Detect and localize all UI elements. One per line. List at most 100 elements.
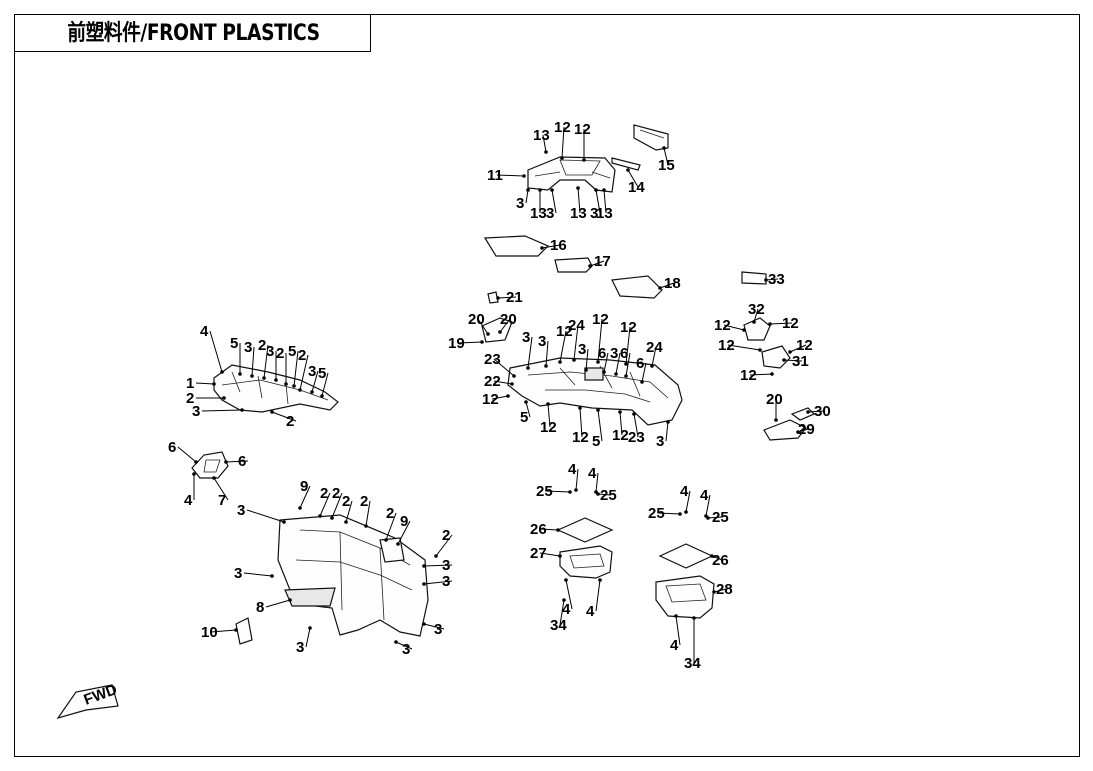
callout-number: 24 (568, 317, 585, 334)
leader-line (597, 409, 603, 442)
leader-dot (288, 598, 292, 602)
leader-line (585, 348, 589, 371)
leader-line (597, 318, 603, 363)
callout-23: 23 (628, 412, 645, 446)
part-26-gasket-b (658, 543, 714, 569)
leader-dot (270, 410, 274, 414)
leader-dot (658, 286, 662, 290)
callout-number: 20 (500, 311, 517, 328)
leader-dot (558, 360, 562, 364)
callout-number: 4 (184, 492, 193, 509)
callout-number: 14 (628, 179, 645, 196)
leader-line (559, 599, 565, 626)
leader-line (559, 330, 567, 363)
callout-number: 4 (568, 461, 577, 478)
leader-dot (596, 408, 600, 412)
leader-line (713, 588, 727, 593)
part-26-gasket-a (556, 517, 614, 543)
leader-dot (298, 506, 302, 510)
part-15-rear-strip (633, 124, 669, 151)
callout-20: 20 (766, 391, 783, 422)
leader-line (545, 340, 549, 367)
leader-dot (582, 158, 586, 162)
leader-dot (674, 614, 678, 618)
callout-3: 3 (192, 403, 244, 420)
callout-number: 2 (276, 345, 284, 362)
callout-20: 20 (498, 311, 517, 334)
callout-3: 3 (422, 557, 453, 574)
callout-2: 2 (330, 485, 343, 520)
leader-line (641, 362, 647, 383)
callout-number: 23 (628, 429, 645, 446)
leader-line (457, 341, 483, 344)
leader-dot (706, 516, 710, 520)
callout-16: 16 (540, 237, 567, 254)
callout-2: 2 (298, 347, 309, 392)
callout-6: 6 (168, 439, 198, 464)
leader-line (299, 354, 309, 391)
leader-line (707, 516, 723, 519)
callout-3: 3 (422, 621, 445, 638)
callout-number: 19 (448, 335, 465, 352)
leader-line (271, 411, 297, 422)
callout-6: 6 (224, 453, 249, 470)
callout-3: 3 (308, 363, 319, 394)
callout-number: 3 (656, 433, 664, 450)
callout-number: 22 (484, 373, 501, 390)
callout-25: 25 (536, 483, 572, 500)
leader-dot (194, 460, 198, 464)
leader-dot (614, 372, 618, 376)
callout-3: 3 (546, 188, 557, 222)
callout-number: 18 (664, 275, 681, 292)
leader-line (243, 572, 273, 577)
callout-number: 3 (308, 363, 316, 380)
leader-line (625, 326, 631, 365)
leader-line (331, 492, 343, 519)
callout-6: 6 (620, 345, 631, 378)
leader-dot (576, 186, 580, 190)
leader-line (213, 477, 229, 501)
leader-line (499, 318, 511, 333)
callout-2: 2 (318, 485, 331, 518)
leader-line (527, 336, 533, 369)
callout-number: 3 (296, 639, 304, 656)
leader-dot (522, 174, 526, 178)
leader-dot (240, 408, 244, 412)
callout-12: 12 (620, 319, 637, 366)
leader-line (627, 169, 639, 188)
leader-line (321, 372, 329, 397)
leader-line (807, 410, 825, 413)
callout-28: 28 (712, 581, 733, 598)
callout-6: 6 (636, 355, 647, 384)
callout-4: 4 (200, 323, 224, 374)
callout-number: 20 (468, 311, 485, 328)
leader-dot (284, 382, 288, 386)
callout-8: 8 (256, 598, 292, 616)
leader-line (423, 623, 445, 630)
leader-dot (422, 622, 426, 626)
callout-11: 11 (487, 167, 526, 184)
leader-dot (564, 578, 568, 582)
part-7-light-housing (191, 451, 229, 479)
leader-line (727, 344, 761, 351)
leader-line (575, 468, 579, 491)
part-17-panel (554, 257, 593, 273)
callout-3: 3 (610, 345, 621, 376)
callout-12: 12 (718, 337, 762, 354)
callout-3: 3 (516, 188, 530, 212)
callout-number: 12 (554, 119, 571, 136)
leader-dot (212, 476, 216, 480)
callout-4: 4 (586, 578, 602, 620)
callout-number: 3 (234, 565, 242, 582)
leader-dot (712, 590, 716, 594)
callout-number: 12 (782, 315, 799, 332)
callout-number: 2 (442, 527, 450, 544)
part-21-clip (487, 291, 499, 304)
leader-dot (752, 320, 756, 324)
leader-dot (384, 538, 388, 542)
callout-29: 29 (796, 421, 815, 438)
callout-number: 3 (546, 205, 554, 222)
callout-number: 5 (520, 409, 528, 426)
